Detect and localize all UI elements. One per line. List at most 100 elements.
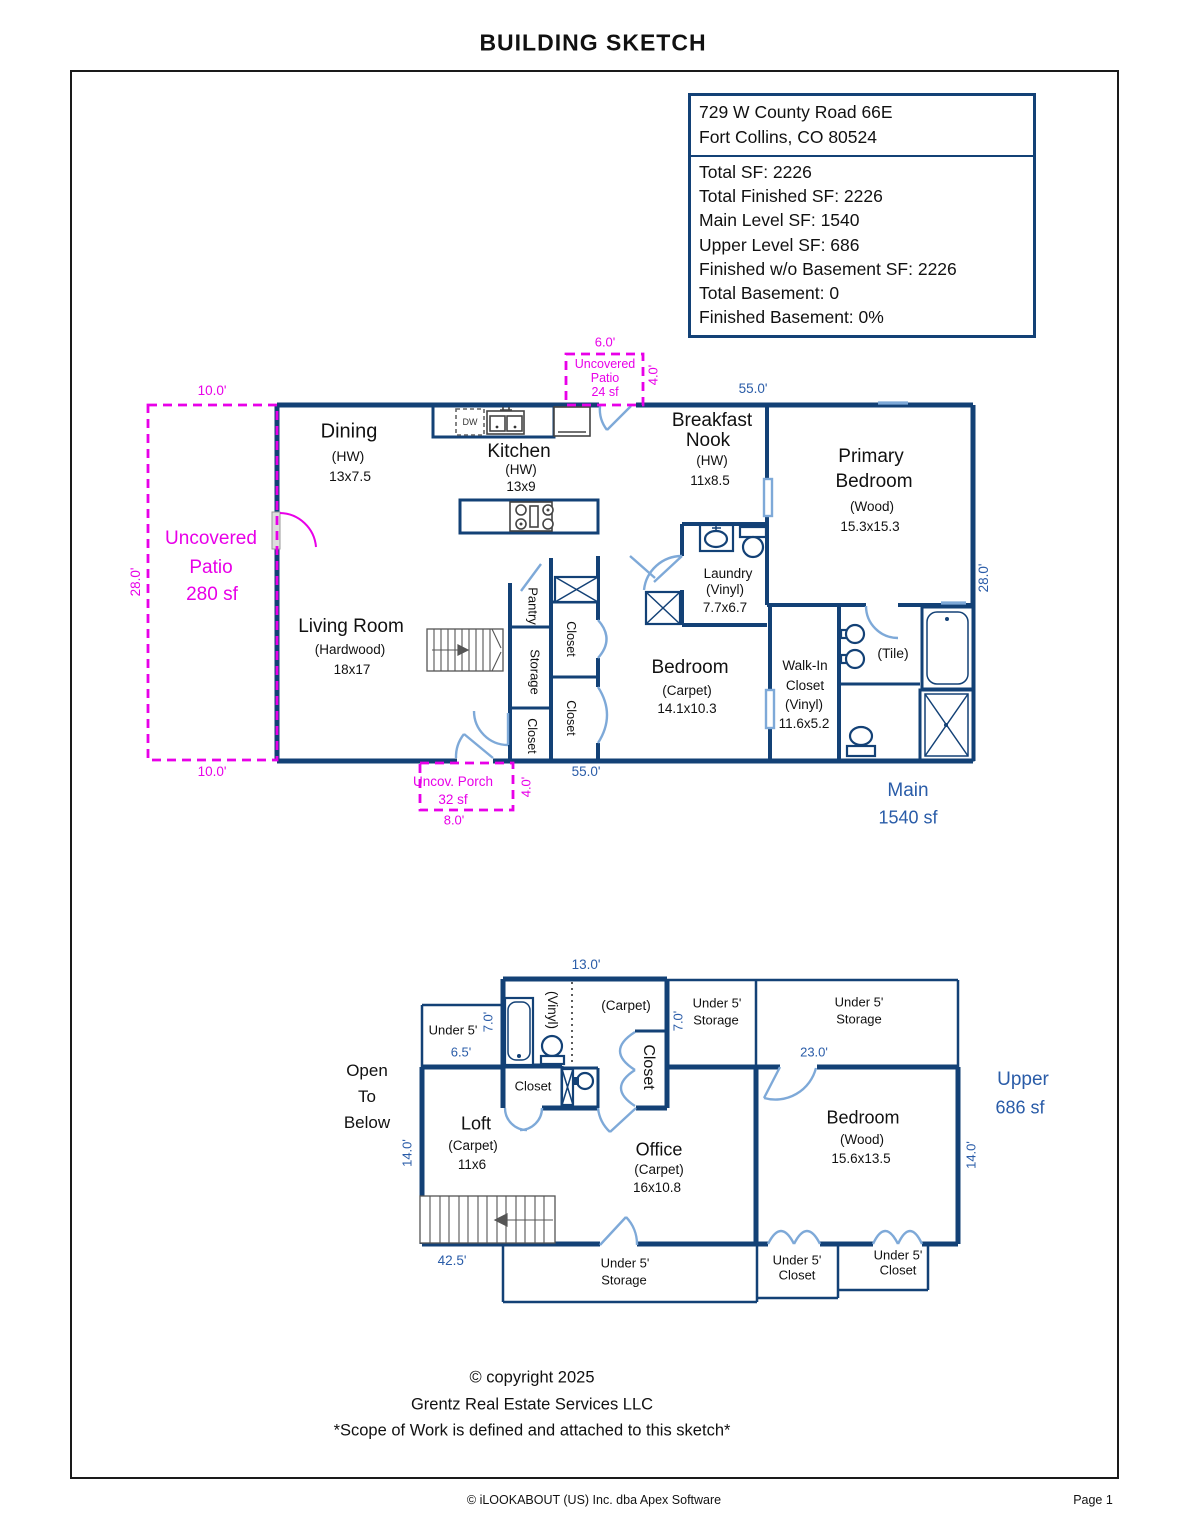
dishwasher bbox=[455, 408, 485, 436]
room-label-breakfast-nook-1: Breakfast bbox=[671, 410, 753, 432]
under5-closet-2-2: Closet bbox=[879, 1262, 917, 1278]
scope-line: *Scope of Work is defined and attached t… bbox=[333, 1421, 731, 1440]
room-label-closet-c: Closet bbox=[525, 718, 540, 754]
room-finish-bedroom-upper: (Wood) bbox=[839, 1132, 885, 1148]
dim-patio-height: 28.0' bbox=[128, 567, 144, 597]
room-finish-bedroom-main: (Carpet) bbox=[662, 683, 712, 699]
upper-bath-finish: (Vinyl) bbox=[544, 990, 560, 1030]
company-line: Grentz Real Estate Services LLC bbox=[410, 1395, 654, 1414]
refrigerator bbox=[553, 406, 591, 437]
small-patio-area-label: 24 sf bbox=[591, 384, 619, 399]
room-label-kitchen: Kitchen bbox=[487, 441, 551, 463]
room-size-office: 16x10.8 bbox=[632, 1180, 682, 1196]
room-finish-loft: (Carpet) bbox=[448, 1138, 498, 1154]
porch-area-label: 32 sf bbox=[438, 792, 468, 808]
property-address: 729 W County Road 66E Fort Collins, CO 8… bbox=[691, 96, 1033, 157]
upper-floor-thick-walls bbox=[419, 976, 961, 1247]
kitchen-sink bbox=[486, 407, 525, 435]
room-label-pantry: Pantry bbox=[525, 587, 541, 625]
room-finish-office: (Carpet) bbox=[634, 1162, 684, 1178]
patio-outlines bbox=[146, 352, 645, 812]
room-size-dining: 13x7.5 bbox=[328, 467, 372, 484]
room-size-primary-bedroom: 15.3x15.3 bbox=[840, 519, 900, 535]
page-title: BUILDING SKETCH bbox=[479, 29, 707, 56]
patio-area-label: 280 sf bbox=[186, 584, 238, 606]
bath-shower bbox=[918, 688, 975, 762]
small-patio-label-2: Patio bbox=[590, 370, 620, 385]
upper-tub bbox=[503, 996, 535, 1067]
stairs-main bbox=[426, 628, 504, 672]
room-label-closet-a: Closet bbox=[564, 621, 579, 657]
doors-upper bbox=[503, 1030, 924, 1246]
room-label-dining: Dining bbox=[320, 420, 378, 443]
under5-storage-bottom-1: Under 5' bbox=[600, 1255, 650, 1271]
window-markers bbox=[878, 401, 966, 605]
dim-main-bottom-width: 55.0' bbox=[571, 764, 601, 780]
water-heater-box bbox=[644, 590, 682, 626]
laundry-toilet bbox=[738, 525, 768, 559]
address-line-1: 729 W County Road 66E bbox=[699, 102, 893, 122]
under5-closet-1-1: Under 5' bbox=[772, 1252, 822, 1268]
dim-upper-right-height: 14.0' bbox=[963, 1141, 979, 1169]
room-label-office: Office bbox=[635, 1139, 683, 1160]
page-number: Page 1 bbox=[1073, 1492, 1113, 1507]
room-label-walk-in-1: Walk-In bbox=[782, 658, 828, 674]
room-label-bedroom-main: Bedroom bbox=[651, 657, 729, 679]
address-line-2: Fort Collins, CO 80524 bbox=[699, 127, 877, 147]
room-label-primary-bedroom-2: Bedroom bbox=[835, 471, 913, 493]
dim-porch-height: 4.0' bbox=[518, 776, 534, 798]
room-size-loft: 11x6 bbox=[457, 1157, 487, 1173]
stat-total-basement: Total Basement: 0 bbox=[699, 283, 840, 304]
stat-total-finished-sf: Total Finished SF: 2226 bbox=[699, 186, 883, 207]
dim-patio-top: 10.0' bbox=[197, 383, 227, 399]
bath-finish-label: (Tile) bbox=[877, 644, 909, 661]
under5-storage-right-1: Under 5' bbox=[834, 994, 884, 1010]
porch-label: Uncov. Porch bbox=[412, 774, 494, 790]
stairs-upper bbox=[419, 1195, 556, 1244]
open-to-below-1: Open bbox=[346, 1061, 388, 1081]
upper-toilet bbox=[539, 1034, 566, 1066]
stat-upper-level-sf: Upper Level SF: 686 bbox=[699, 234, 860, 255]
laundry-sink bbox=[698, 523, 735, 553]
room-size-breakfast-nook: 11x8.5 bbox=[690, 473, 730, 489]
dim-porch-width: 8.0' bbox=[443, 812, 465, 828]
upper-floor-name: Upper bbox=[997, 1069, 1049, 1091]
dim-bedroom-width: 23.0' bbox=[800, 1044, 828, 1060]
room-size-bedroom-upper: 15.6x13.5 bbox=[831, 1151, 891, 1167]
room-size-bedroom-main: 14.1x10.3 bbox=[657, 701, 717, 717]
under5-storage-mid-2: Storage bbox=[693, 1012, 739, 1028]
kitchen-island bbox=[458, 498, 600, 535]
room-label-walk-in-2: Closet bbox=[785, 678, 825, 694]
under5-closet-2-1: Under 5' bbox=[873, 1247, 923, 1263]
room-label-loft: Loft bbox=[460, 1113, 492, 1134]
sf-summary: Total SF: 2226 Total Finished SF: 2226 M… bbox=[691, 157, 1033, 335]
stat-finished-basement: Finished Basement: 0% bbox=[699, 307, 884, 328]
bath-tub bbox=[920, 605, 975, 691]
room-finish-breakfast-nook: (HW) bbox=[696, 453, 728, 469]
room-label-living-room: Living Room bbox=[298, 616, 404, 638]
room-finish-primary-bedroom: (Wood) bbox=[849, 499, 895, 515]
upper-floor-area: 686 sf bbox=[995, 1097, 1045, 1118]
bath-sinks bbox=[839, 623, 866, 670]
room-size-walk-in: 11.6x5.2 bbox=[778, 716, 830, 732]
furnace-box bbox=[553, 575, 600, 604]
main-floor-interior-walls bbox=[508, 405, 971, 759]
dishwasher-label: DW bbox=[462, 416, 478, 427]
room-label-storage: Storage bbox=[527, 649, 543, 695]
stat-main-level-sf: Main Level SF: 1540 bbox=[699, 210, 860, 231]
dim-upper-left-height: 14.0' bbox=[399, 1139, 415, 1167]
room-label-breakfast-nook-2: Nook bbox=[685, 430, 731, 452]
under5-closet-1-2: Closet bbox=[778, 1267, 816, 1283]
main-floor-area: 1540 sf bbox=[878, 807, 938, 828]
upper-hall-finish: (Carpet) bbox=[601, 998, 651, 1014]
dim-upper-top-width: 13.0' bbox=[571, 957, 601, 973]
dim-bath-height-right: 7.0' bbox=[670, 1010, 686, 1032]
upper-sink bbox=[560, 1067, 595, 1107]
under5-storage-mid-1: Under 5' bbox=[692, 995, 742, 1011]
room-label-primary-bedroom-1: Primary bbox=[838, 446, 904, 468]
room-label-bedroom-upper: Bedroom bbox=[826, 1107, 900, 1128]
bath-toilet bbox=[845, 725, 877, 758]
copyright-line: © copyright 2025 bbox=[469, 1368, 595, 1387]
dim-patio-bottom: 10.0' bbox=[197, 764, 227, 780]
